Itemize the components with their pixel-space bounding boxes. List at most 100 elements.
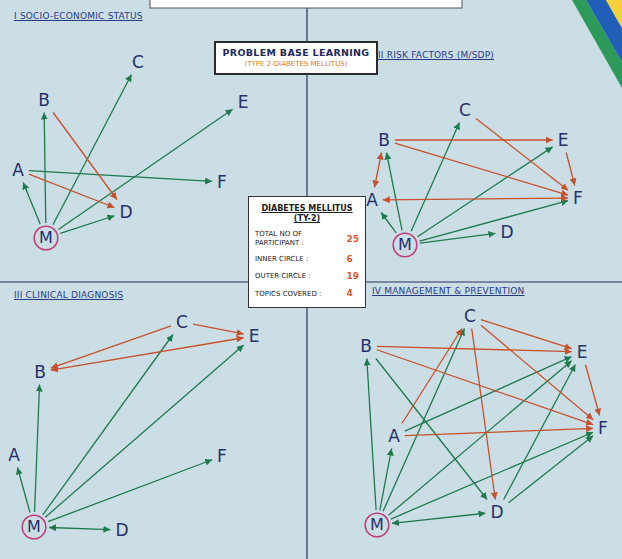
summary-text: INNER CIRCLE : (255, 255, 342, 264)
arrow-connector (472, 329, 496, 500)
quadrant-heading: IV MANAGEMENT & PREVENTION (372, 286, 525, 296)
arrow-connector (43, 335, 173, 515)
title-text: PROBLEM BASE LEARNING (223, 47, 370, 59)
summary-text: TOTAL NO OF PARTICIPANT : (255, 230, 342, 248)
arrow-connector (566, 153, 575, 186)
arrow-connector (53, 75, 132, 225)
arrow-connector (29, 174, 115, 207)
arrow-connector (395, 143, 568, 195)
letter-text: A (388, 428, 400, 445)
arrow-connector (392, 513, 486, 523)
arrow-connector (402, 329, 462, 424)
arrow-connector (476, 119, 568, 191)
participant-letter: B (357, 336, 375, 357)
arrow-connector (53, 113, 117, 200)
participant-letter: D (116, 202, 135, 223)
letter-text: M (398, 237, 412, 253)
letter-text: E (558, 132, 569, 149)
arrow-connector (58, 109, 232, 229)
participant-letter: C (461, 306, 479, 327)
arrow-connector (51, 326, 171, 368)
participant-letter: D (487, 502, 506, 523)
summary-text: 4 (346, 288, 359, 299)
edge-strip (586, 0, 622, 62)
letter-text: E (249, 328, 260, 345)
arrow-connector (386, 153, 402, 231)
letter-text: D (490, 504, 503, 521)
arrow-connector (388, 361, 571, 516)
title-text: (TYPE 2-DIABETES MELLITUS) (223, 60, 370, 69)
participant-letter: E (555, 130, 572, 151)
participant-letter: F (214, 446, 230, 467)
moderator-circle: M (364, 512, 390, 538)
summary-text: OUTER CIRCLE : (255, 272, 342, 281)
arrow-connector (374, 153, 381, 188)
moderator-circle: M (33, 225, 59, 251)
arrow-connector (377, 350, 593, 425)
arrow-connector (420, 233, 496, 243)
letter-text: C (459, 102, 471, 119)
letter-text: B (360, 338, 372, 355)
letter-text: A (8, 447, 20, 464)
letter-text: F (598, 420, 608, 437)
letter-text: F (217, 448, 227, 465)
letter-text: B (378, 132, 390, 149)
letter-text: A (366, 192, 378, 209)
arrow-connector (405, 428, 593, 435)
summary-box: DIABETES MELLITUS (TY-2) TOTAL NO OF PART… (248, 196, 366, 307)
participant-letter: B (375, 130, 393, 151)
arrow-connector (35, 385, 40, 513)
edge-strip (606, 0, 622, 28)
arrow-connector (60, 216, 114, 234)
participant-letter: E (235, 92, 252, 113)
participant-letter: A (9, 160, 27, 181)
arrow-connector (48, 460, 212, 522)
summary-text: TOPICS COVERED : (255, 290, 342, 299)
title-box: PROBLEM BASE LEARNING(TYPE 2-DIABETES ME… (214, 41, 379, 74)
participant-letter: D (497, 222, 516, 243)
participant-letter: A (363, 190, 381, 211)
letter-text: M (39, 230, 53, 246)
summary-text: 25 (346, 234, 359, 245)
letter-text: D (119, 204, 132, 221)
arrow-connector (380, 449, 392, 511)
letter-text: B (34, 364, 46, 381)
letter-text: E (577, 344, 588, 361)
arrow-connector (395, 139, 553, 140)
participant-letter: C (456, 100, 474, 121)
participant-letter: C (129, 52, 147, 73)
arrow-connector (51, 338, 244, 370)
arrow-connector (481, 320, 572, 349)
paper-strip (150, 0, 462, 8)
letter-text: M (370, 517, 384, 533)
letter-text: E (238, 94, 249, 111)
arrow-connector (381, 213, 396, 233)
arrow-connector (411, 123, 459, 232)
summary-text: 19 (346, 271, 359, 282)
letter-text: F (217, 174, 227, 191)
edge-strip (572, 0, 622, 88)
moderator-circle: M (21, 514, 47, 540)
letter-text: M (27, 519, 41, 535)
arrow-connector (17, 468, 30, 513)
participant-letter: F (595, 418, 611, 439)
letter-text: C (464, 308, 476, 325)
participant-letter: B (31, 362, 49, 383)
arrow-connector (367, 359, 376, 511)
letter-text: F (573, 190, 583, 207)
letter-text: C (132, 54, 144, 71)
arrow-connector (23, 183, 40, 225)
moderator-circle: M (392, 232, 418, 258)
arrow-connector (193, 324, 244, 334)
arrow-connector (509, 436, 594, 503)
quadrant-heading: II RISK FACTORS (M/SDP) (378, 50, 494, 60)
arrow-connector (419, 201, 568, 241)
letter-text: A (12, 162, 24, 179)
participant-letter: B (35, 90, 53, 111)
arrow-connector (481, 325, 593, 419)
quadrant-heading: I SOCIO-ECONOMIC STATUS (14, 11, 143, 21)
participant-letter: E (246, 326, 263, 347)
letter-text: D (500, 224, 513, 241)
participant-letter: A (385, 426, 403, 447)
summary-text: DIABETES MELLITUS (TY-2) (255, 204, 359, 224)
